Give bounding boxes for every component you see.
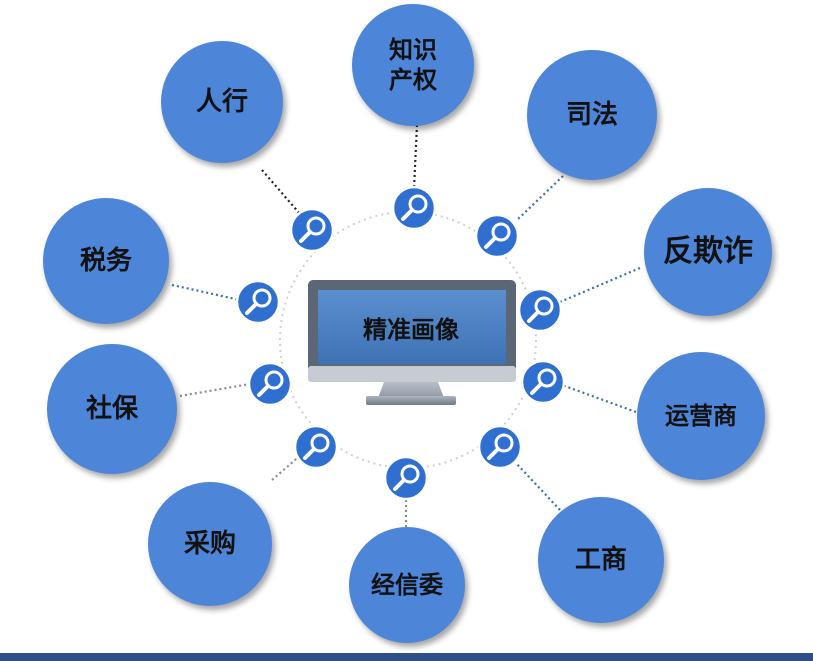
source-node-ip: 知识 产权: [352, 4, 474, 126]
magnifier-icon: [391, 185, 437, 231]
connector-ip: [412, 124, 419, 189]
source-node-carrier: 运营商: [637, 352, 765, 480]
connector-tax: [171, 283, 241, 302]
monitor: [308, 280, 516, 405]
magnifier-icon: [247, 361, 293, 407]
magnifier-icon: [520, 359, 566, 405]
monitor-stand: [378, 382, 444, 398]
magnifier-icon: [235, 279, 281, 325]
connector-business: [514, 461, 561, 511]
bottom-bar: [0, 653, 813, 661]
connector-antifraud: [559, 266, 641, 304]
source-node-procurement: 采购: [148, 482, 272, 606]
connector-social: [179, 382, 251, 398]
magnifier-icon: [517, 287, 563, 333]
connector-procurement: [271, 453, 303, 481]
connector-judicial: [516, 175, 564, 221]
connector-pbc: [261, 169, 301, 215]
magnifier-icon: [477, 424, 523, 470]
connector-carrier: [561, 383, 637, 414]
monitor-chin: [308, 366, 516, 382]
source-node-social: 社保: [47, 344, 177, 474]
magnifier-icon: [383, 455, 429, 501]
source-node-eitc: 经信委: [349, 527, 465, 643]
magnifier-icon: [293, 424, 339, 470]
magnifier-icon: [289, 207, 335, 253]
monitor-base: [366, 396, 456, 405]
source-node-tax: 税务: [43, 198, 169, 324]
magnifier-icon: [474, 213, 520, 259]
source-node-pbc: 人行: [161, 41, 283, 163]
orbit-ring: [279, 211, 537, 469]
source-node-judicial: 司法: [527, 50, 657, 180]
magnifier-icons: [235, 185, 566, 501]
monitor-screen: [318, 290, 506, 364]
connector-lines: [171, 124, 641, 532]
source-node-antifraud: 反欺诈: [644, 188, 772, 316]
center-label: 精准画像: [363, 315, 459, 344]
source-node-business: 工商: [538, 497, 664, 623]
